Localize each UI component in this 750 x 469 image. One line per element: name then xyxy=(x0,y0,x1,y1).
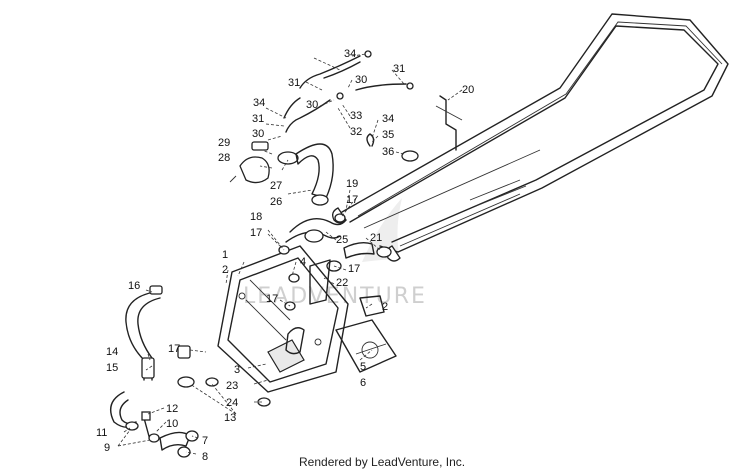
callout-34: 34 xyxy=(382,113,394,125)
callout-30: 30 xyxy=(252,128,264,140)
callout-32: 32 xyxy=(350,126,362,138)
callout-18: 18 xyxy=(250,211,262,223)
callout-13: 13 xyxy=(224,412,236,424)
callout-3: 3 xyxy=(234,364,240,376)
hose-14 xyxy=(125,285,163,381)
callout-16: 16 xyxy=(128,280,140,292)
callout-4: 4 xyxy=(300,256,306,268)
callout-12: 12 xyxy=(166,403,178,415)
coolant-hoses xyxy=(285,218,392,272)
lower-hoses xyxy=(110,391,199,458)
callout-19: 19 xyxy=(346,178,358,190)
callout-34: 34 xyxy=(253,97,265,109)
callout-17: 17 xyxy=(266,293,278,305)
callout-1: 1 xyxy=(222,249,228,261)
radiator-assembly xyxy=(217,245,349,393)
bracket-20 xyxy=(435,95,463,151)
callout-26: 26 xyxy=(270,196,282,208)
callout-2: 2 xyxy=(222,264,228,276)
callout-8: 8 xyxy=(202,451,208,463)
callout-34: 34 xyxy=(344,48,356,60)
callout-23: 23 xyxy=(226,380,238,392)
callout-15: 15 xyxy=(106,362,118,374)
callout-17: 17 xyxy=(346,194,358,206)
callout-11: 11 xyxy=(96,427,107,439)
leader-lines xyxy=(117,53,463,455)
callout-17: 17 xyxy=(250,227,262,239)
callout-22: 22 xyxy=(336,277,348,289)
thermostat-housing xyxy=(229,141,270,184)
callout-29: 29 xyxy=(218,137,230,149)
callout-33: 33 xyxy=(350,110,362,122)
callout-30: 30 xyxy=(355,74,367,86)
callout-labels: 34 31 30 31 34 30 31 33 32 30 29 28 27 2… xyxy=(96,48,474,463)
bracket-2-right xyxy=(359,295,385,317)
callout-24: 24 xyxy=(226,397,238,409)
callout-28: 28 xyxy=(218,152,230,164)
callout-7: 7 xyxy=(202,435,208,447)
callout-25: 25 xyxy=(336,234,348,246)
callout-2: 2 xyxy=(382,301,388,313)
callout-6: 6 xyxy=(360,377,366,389)
callout-17: 17 xyxy=(348,263,360,275)
callout-36: 36 xyxy=(382,146,394,158)
callout-5: 5 xyxy=(360,361,366,373)
callout-9: 9 xyxy=(104,442,110,454)
callout-31: 31 xyxy=(252,113,264,125)
callout-31: 31 xyxy=(288,77,300,89)
credit-text: Rendered by LeadVenture, Inc. xyxy=(299,455,465,469)
hose-26 xyxy=(277,143,334,206)
callout-30: 30 xyxy=(306,99,318,111)
callout-10: 10 xyxy=(166,418,178,430)
callout-14: 14 xyxy=(106,346,118,358)
mount-plate xyxy=(335,319,397,373)
watermark-text: LEADVENTURE xyxy=(243,284,427,309)
callout-27: 27 xyxy=(270,180,282,192)
callout-21: 21 xyxy=(370,232,382,244)
callout-20: 20 xyxy=(462,84,474,96)
callout-31: 31 xyxy=(393,63,405,75)
callout-17: 17 xyxy=(168,343,180,355)
callout-35: 35 xyxy=(382,129,394,141)
clamp-35-36 xyxy=(366,133,419,162)
